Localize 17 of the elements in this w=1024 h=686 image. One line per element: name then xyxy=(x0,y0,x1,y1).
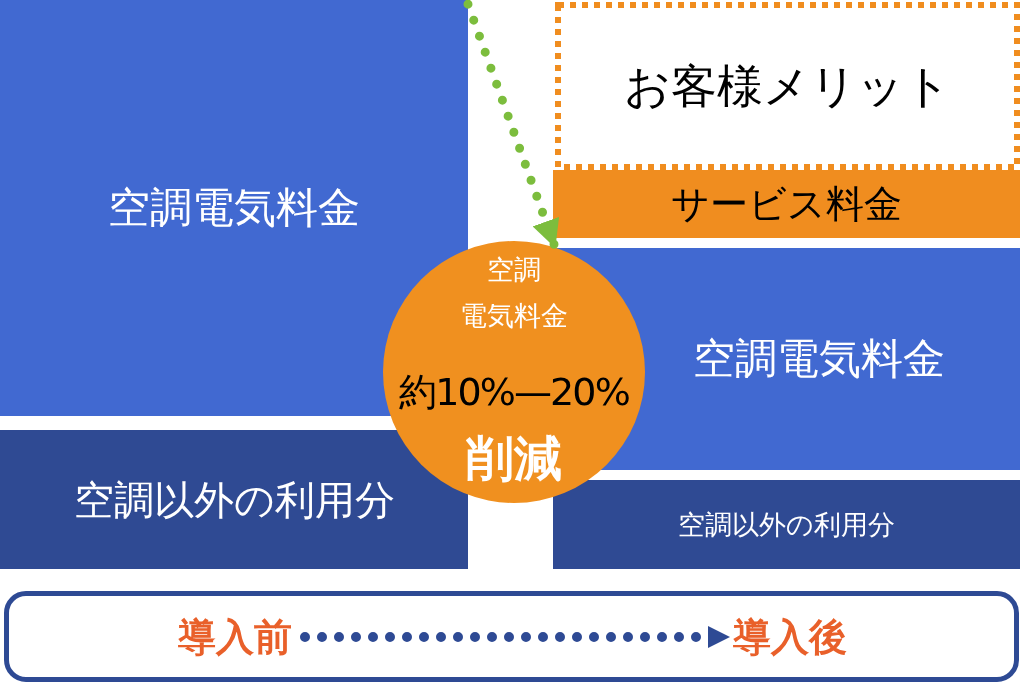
circle-label: 削減 xyxy=(466,434,562,482)
other-usage-block xyxy=(553,480,1020,569)
box-label: 空調電気料金 xyxy=(108,187,360,229)
box-label: サービス料金 xyxy=(671,185,902,223)
circle-label: 約10%—20% xyxy=(399,373,629,411)
stage-label: 導入後 xyxy=(730,609,850,665)
benefit-box xyxy=(555,2,1020,170)
box-label: 空調以外の利用分 xyxy=(73,479,395,520)
box-label: 空調以外の利用分 xyxy=(678,511,895,538)
box-label: お客様メリット xyxy=(624,63,951,109)
other-usage-block xyxy=(0,430,468,569)
service-fee-bar xyxy=(553,170,1020,238)
timeline-frame xyxy=(4,591,1019,682)
box-label: 空調電気料金 xyxy=(692,338,945,380)
circle-label: 電気料金 xyxy=(460,299,568,333)
stage-label: 導入前 xyxy=(175,609,295,665)
circle-label: 空調 xyxy=(487,253,541,287)
